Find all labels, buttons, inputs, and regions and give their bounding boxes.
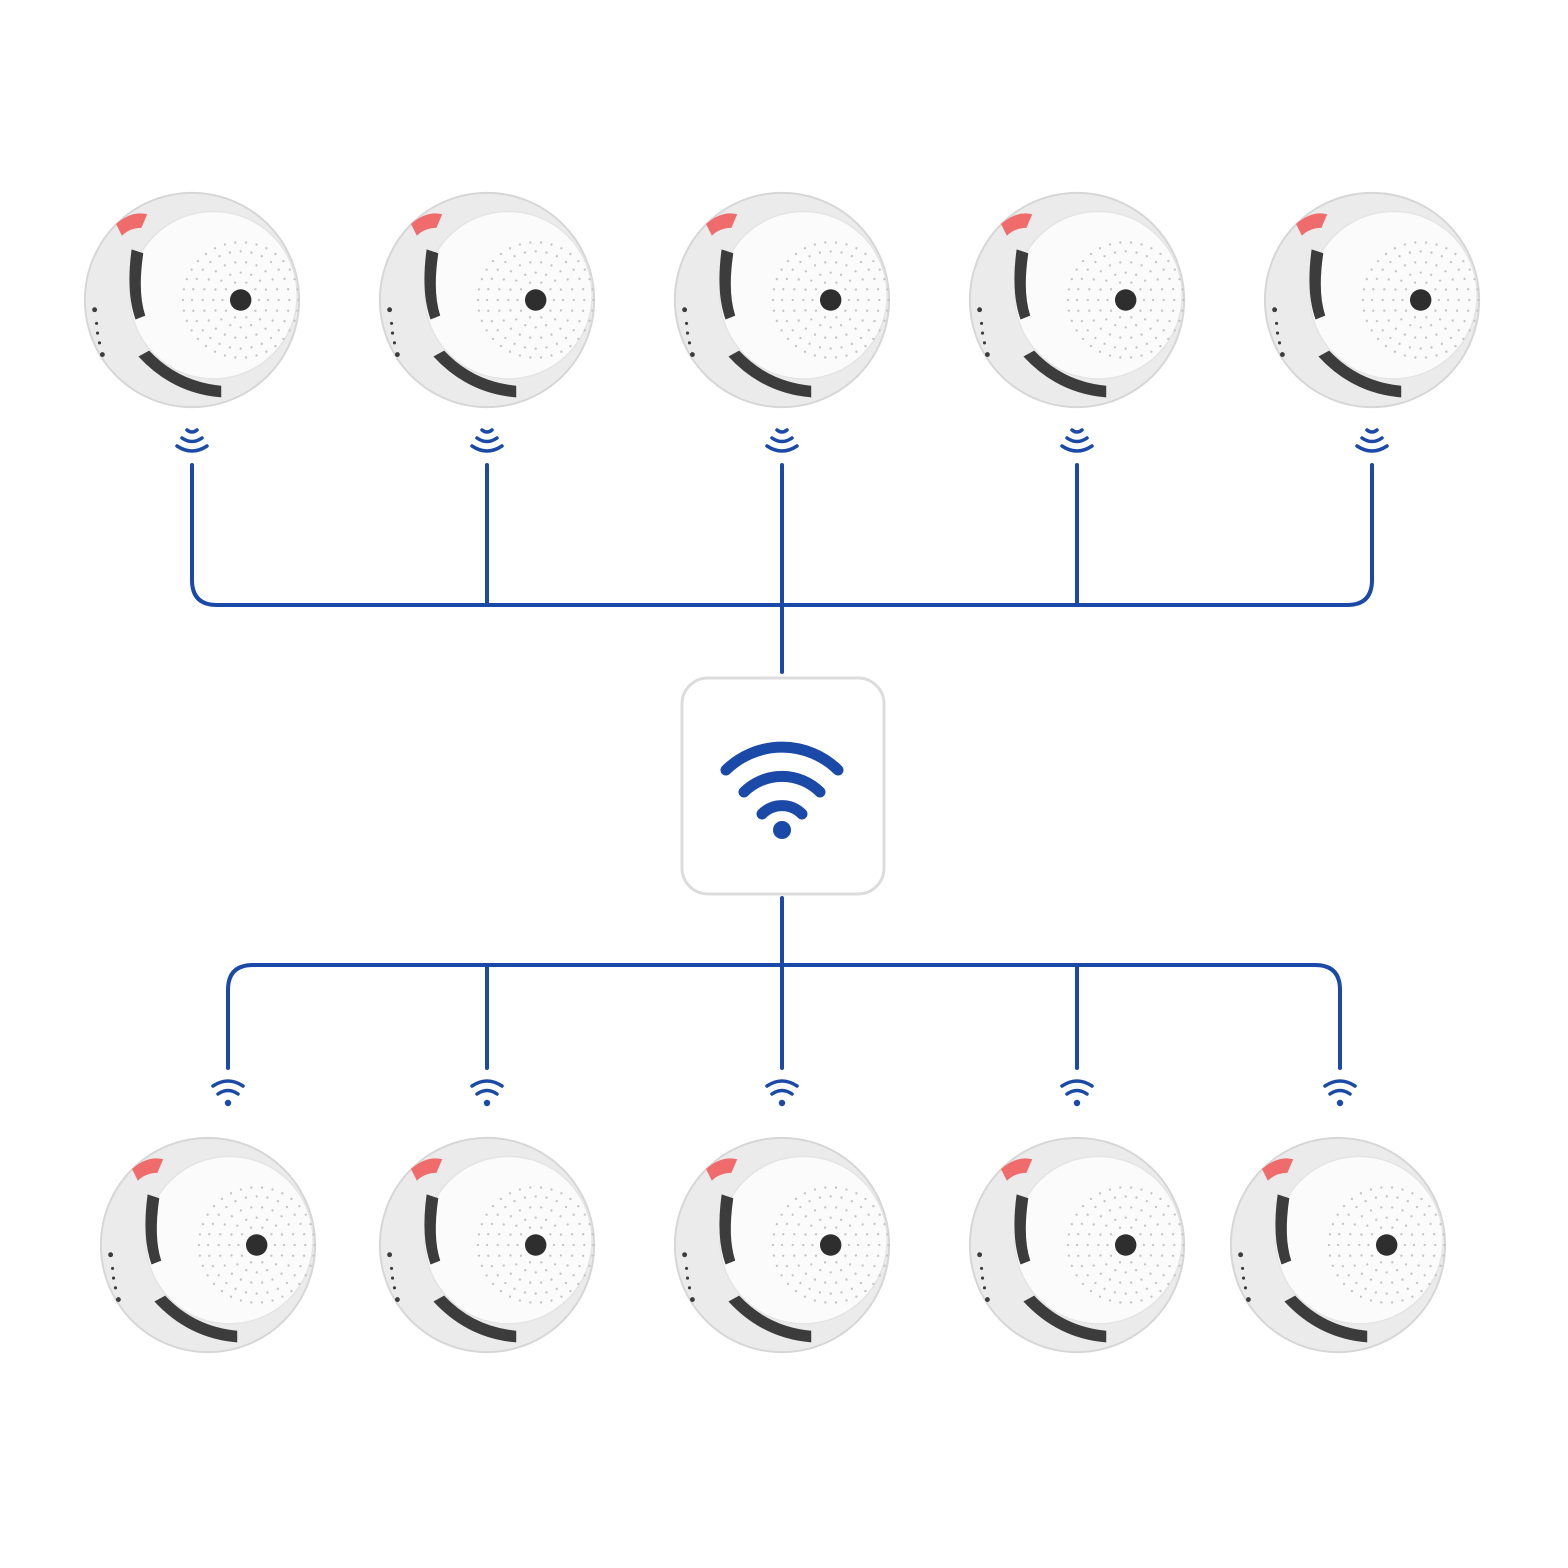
wireless-signal-icon	[211, 1079, 245, 1107]
smoke-detector-top-3	[673, 191, 891, 409]
smoke-detector-bottom-2	[378, 1136, 596, 1354]
wireless-signal-icon	[175, 428, 209, 453]
wireless-signal-icon	[1060, 1079, 1094, 1107]
smoke-detector-bottom-5	[1229, 1136, 1447, 1354]
wireless-signal-icon	[1323, 1079, 1357, 1107]
smoke-detector-bottom-4	[968, 1136, 1186, 1354]
smoke-detector-top-5	[1263, 191, 1481, 409]
smoke-detector-bottom-1	[99, 1136, 317, 1354]
wireless-signal-icon	[470, 1079, 504, 1107]
wireless-signal-icon	[765, 428, 799, 453]
smoke-detector-top-1	[83, 191, 301, 409]
smoke-detector-top-2	[378, 191, 596, 409]
smoke-detector-top-4	[968, 191, 1186, 409]
smoke-detector-bottom-3	[673, 1136, 891, 1354]
wifi-icon	[720, 741, 844, 839]
wireless-signal-icon	[1060, 428, 1094, 453]
wireless-signal-icon	[1355, 428, 1389, 453]
hub-box	[680, 676, 886, 896]
wireless-signal-icon	[765, 1079, 799, 1107]
wireless-signal-icon	[470, 428, 504, 453]
